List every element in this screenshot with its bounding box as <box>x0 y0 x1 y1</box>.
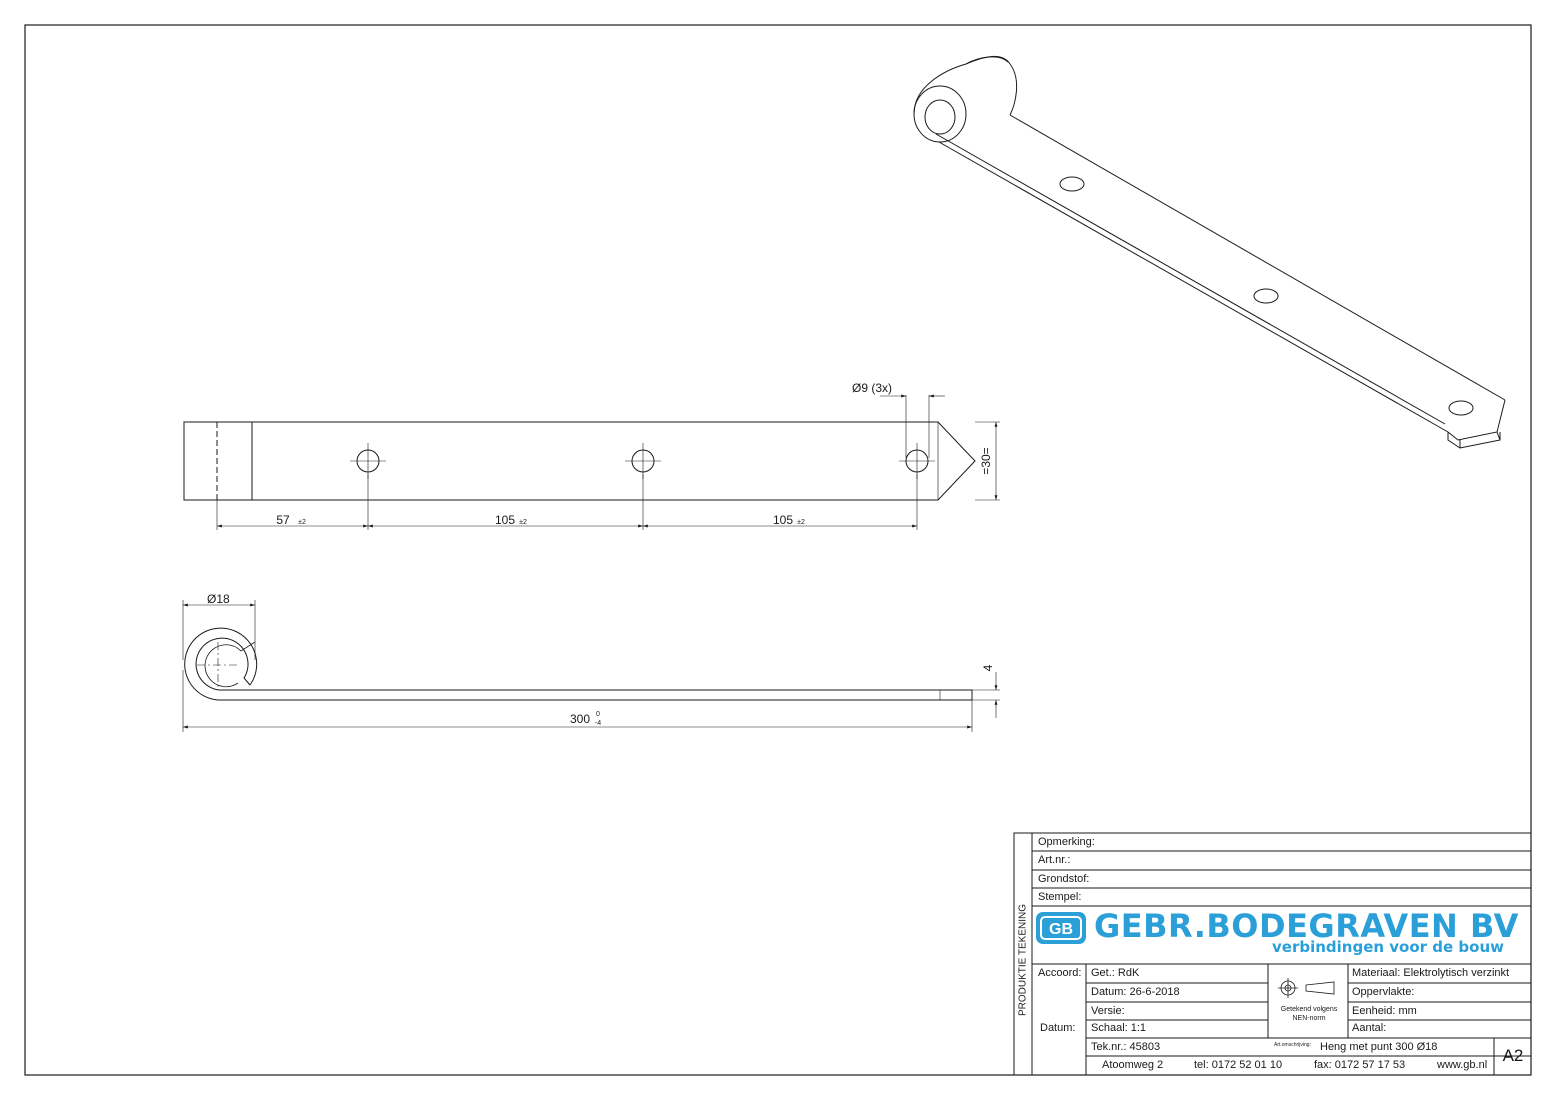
spacing-1-tol: ±2 <box>298 519 306 526</box>
strap-outline <box>183 421 976 501</box>
spacing-dim-labels: 57 ±2 105 ±2 105 ±2 <box>276 513 805 527</box>
website: www.gb.nl <box>1437 1059 1488 1071</box>
company-name: GEBR.BODEGRAVEN BV <box>1094 907 1519 945</box>
thickness-dim-label: 4 <box>981 664 995 671</box>
omschrijving-label: Art.omschrijving: <box>1274 1042 1311 1048</box>
isometric-view <box>913 56 1506 449</box>
format-label: A2 <box>1502 1046 1524 1065</box>
diameter-dim-label: Ø18 <box>207 592 230 606</box>
accoord-label: Accoord: <box>1038 967 1082 979</box>
address: Atoomweg 2 <box>1102 1059 1164 1071</box>
spacing-1-value: 57 <box>276 513 290 527</box>
artnr-label: Art.nr.: <box>1038 854 1071 866</box>
eye-inner-hidden <box>204 641 256 688</box>
hole-3 <box>899 443 935 479</box>
oppervlakte-label: Oppervlakte: <box>1352 986 1415 998</box>
versie-label: Versie: <box>1091 1005 1125 1017</box>
grondstof-label: Grondstof: <box>1038 873 1090 885</box>
datum-label: Datum: <box>1040 1022 1076 1034</box>
hole-1 <box>350 443 386 479</box>
hole-callout-label: Ø9 (3x) <box>852 381 892 395</box>
title-block-grid <box>1013 832 1532 1076</box>
company-logo-icon: GB <box>1036 912 1086 944</box>
length-dim-tol-lower: -4 <box>595 720 601 727</box>
plan-view <box>183 394 1000 530</box>
opmerking-label: Opmerking: <box>1038 836 1095 848</box>
materiaal-value: Materiaal: Elektrolytisch verzinkt <box>1352 967 1510 979</box>
spacing-2-tol: ±2 <box>519 519 527 526</box>
eenheid-value: Eenheid: mm <box>1352 1005 1417 1017</box>
sheet-border <box>24 24 1532 1076</box>
strap-side <box>195 637 973 701</box>
schaal-value: Schaal: 1:1 <box>1091 1022 1147 1034</box>
spacing-3-value: 105 <box>773 513 793 527</box>
teknr-value: Tek.nr.: 45803 <box>1091 1041 1161 1053</box>
spacing-3-tol: ±2 <box>797 519 805 526</box>
eye-outer <box>184 627 258 701</box>
width-dim-label: =30= <box>979 447 993 474</box>
stempel-label: Stempel: <box>1038 891 1082 903</box>
svg-text:GB: GB <box>1049 921 1073 938</box>
getekend-value: Get.: RdK <box>1091 967 1140 979</box>
spacing-2-value: 105 <box>495 513 515 527</box>
length-dim-value: 300 <box>570 712 590 726</box>
projection-symbol-icon <box>1278 978 1335 998</box>
company-slogan: verbindingen voor de bouw <box>1272 938 1504 956</box>
telephone: tel: 0172 52 01 10 <box>1194 1059 1283 1071</box>
nen-note: Getekend volgens NEN-norm <box>1280 1006 1338 1022</box>
omschrijving-value: Heng met punt 300 Ø18 <box>1320 1041 1438 1053</box>
datum-value: Datum: 26-6-2018 <box>1091 986 1180 998</box>
aantal-label: Aantal: <box>1352 1022 1387 1034</box>
hole-2 <box>625 443 661 479</box>
length-dim-tol-upper: 0 <box>596 711 600 718</box>
fax: fax: 0172 57 17 53 <box>1314 1059 1406 1071</box>
side-view <box>182 600 1000 732</box>
